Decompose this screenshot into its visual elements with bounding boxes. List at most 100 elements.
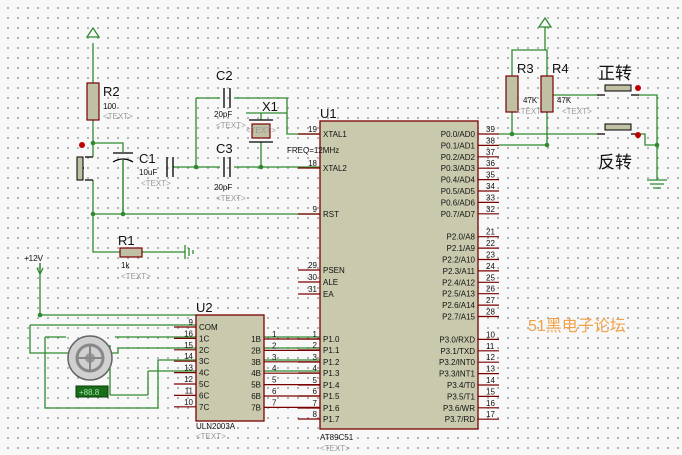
c1-capacitor[interactable]: C1 10uF <TEXT> bbox=[112, 151, 171, 188]
r4-value: 47K bbox=[557, 96, 572, 105]
r2-value: 100 bbox=[103, 102, 117, 111]
u1-pin-name: P2.7/A15 bbox=[442, 313, 475, 322]
u1-pin-number: 30 bbox=[308, 273, 317, 282]
u2-pin-number: 11 bbox=[185, 386, 194, 395]
u1-pin-number: 35 bbox=[486, 171, 495, 180]
u2-pin-name: 1C bbox=[199, 334, 209, 343]
u1-pin-number: 3 bbox=[313, 353, 318, 362]
u2-text-placeholder: <TEXT> bbox=[196, 432, 226, 441]
x1-freq: FREQ=12MHz bbox=[287, 146, 339, 155]
u1-pin-number: 6 bbox=[313, 387, 318, 396]
u1-pin-name: P0.3/AD3 bbox=[441, 164, 476, 173]
x1-text-placeholder: <TEXT> bbox=[246, 126, 276, 135]
c3-text-placeholder: <TEXT> bbox=[216, 194, 246, 203]
power-arrow-icon bbox=[85, 26, 101, 38]
u1-pin-name: P1.1 bbox=[323, 346, 340, 355]
c2-value: 20pF bbox=[214, 110, 232, 119]
u1-pin-number: 24 bbox=[486, 262, 495, 271]
u1-pin-number: 23 bbox=[486, 251, 495, 260]
forward-label: 正转 bbox=[598, 64, 632, 83]
u1-pin-8: 8P1.7 bbox=[298, 410, 340, 424]
u1-pin-name: P2.4/A12 bbox=[442, 278, 475, 287]
u1-pin-number: 1 bbox=[313, 330, 318, 339]
u1-pin-name: P0.5/AD5 bbox=[441, 187, 476, 196]
u2-pin-name: 1B bbox=[251, 335, 261, 344]
u2-pin-name: 2B bbox=[251, 346, 261, 355]
r2-ref: R2 bbox=[103, 84, 120, 99]
r1-resistor[interactable]: R1 1k <TEXT> bbox=[118, 233, 151, 281]
u1-pin-name: P2.2/A10 bbox=[442, 256, 475, 265]
c2-text-placeholder: <TEXT> bbox=[216, 121, 246, 130]
u1-pin-number: 11 bbox=[486, 342, 495, 351]
r2-resistor[interactable]: R2 100 <TEXT> bbox=[86, 82, 133, 121]
r3-ref: R3 bbox=[517, 61, 534, 76]
u1-right-pins: 39P0.0/AD038P0.1/AD137P0.2/AD236P0.3/AD3… bbox=[439, 125, 499, 424]
reset-button-symbol[interactable] bbox=[76, 142, 93, 181]
u2-pin-name: 6C bbox=[199, 391, 209, 400]
u1-pin-number: 22 bbox=[486, 239, 495, 248]
u1-pin-number: 14 bbox=[486, 376, 495, 385]
r4-ref: R4 bbox=[552, 61, 569, 76]
ground-icon bbox=[184, 245, 194, 259]
u2-pin-number: 13 bbox=[184, 364, 193, 373]
r1-text-placeholder: <TEXT> bbox=[121, 272, 151, 281]
r4-resistor[interactable]: R4 47K <TEXT> bbox=[540, 61, 592, 116]
x1-crystal[interactable]: X1 <TEXT> bbox=[246, 99, 278, 143]
forward-key-symbol[interactable]: 正转 bbox=[597, 64, 641, 96]
c1-value: 10uF bbox=[139, 168, 157, 177]
c2-capacitor[interactable]: C2 20pF <TEXT> bbox=[214, 68, 246, 130]
u2-pin-name: 5B bbox=[251, 381, 261, 390]
c3-capacitor[interactable]: C3 20pF <TEXT> bbox=[214, 141, 246, 203]
u1-pin-number: 39 bbox=[486, 125, 495, 134]
u1-pin-number: 9 bbox=[313, 205, 318, 214]
reverse-key-symbol[interactable]: 反转 bbox=[597, 123, 641, 172]
u2-pin-number: 10 bbox=[184, 398, 193, 407]
u1-pin-name: ALE bbox=[323, 278, 338, 287]
u1-pin-number: 31 bbox=[308, 285, 317, 294]
r3-resistor[interactable]: R3 47K <TEXT> bbox=[505, 61, 546, 116]
u1-pin-name: P1.2 bbox=[323, 358, 340, 367]
c1-plate-icon bbox=[166, 157, 174, 177]
u2-pin-number: 6 bbox=[272, 387, 277, 396]
u1-pin-number: 19 bbox=[308, 125, 317, 134]
u1-pin-number: 26 bbox=[486, 285, 495, 294]
u2-pin-11: 11 6C bbox=[174, 386, 209, 400]
u1-pin-number: 21 bbox=[486, 228, 495, 237]
u2-chip[interactable]: U2 ULN2003A <TEXT> 9COM161C152C143C134C1… bbox=[174, 300, 320, 441]
u1-chip[interactable]: U1 AT89C51 <TEXT> FREQ=12MHz 19XTAL118XT… bbox=[287, 106, 499, 453]
u1-pin-name: P0.7/AD7 bbox=[441, 210, 476, 219]
u1-pin-name: P3.2/INT0 bbox=[439, 358, 476, 367]
r3-value: 47K bbox=[523, 96, 538, 105]
u1-pin-name: P1.0 bbox=[323, 335, 340, 344]
u1-pin-number: 16 bbox=[486, 399, 495, 408]
junctions bbox=[37, 131, 660, 318]
u1-pin-number: 25 bbox=[486, 273, 495, 282]
motor-readout: +88.8 bbox=[79, 388, 100, 397]
u1-pin-name: EA bbox=[323, 290, 334, 299]
u2-pin-number: 7 bbox=[272, 398, 277, 407]
stepper-motor[interactable]: +88.8 bbox=[67, 335, 113, 398]
vcc-label: +12V bbox=[24, 254, 44, 263]
u2-pin-name: 6B bbox=[251, 392, 261, 401]
u1-pin-number: 27 bbox=[486, 296, 495, 305]
u1-pin-name: XTAL2 bbox=[323, 164, 347, 173]
u1-pin-name: P2.5/A13 bbox=[442, 290, 475, 299]
u1-pin-number: 34 bbox=[486, 182, 495, 191]
